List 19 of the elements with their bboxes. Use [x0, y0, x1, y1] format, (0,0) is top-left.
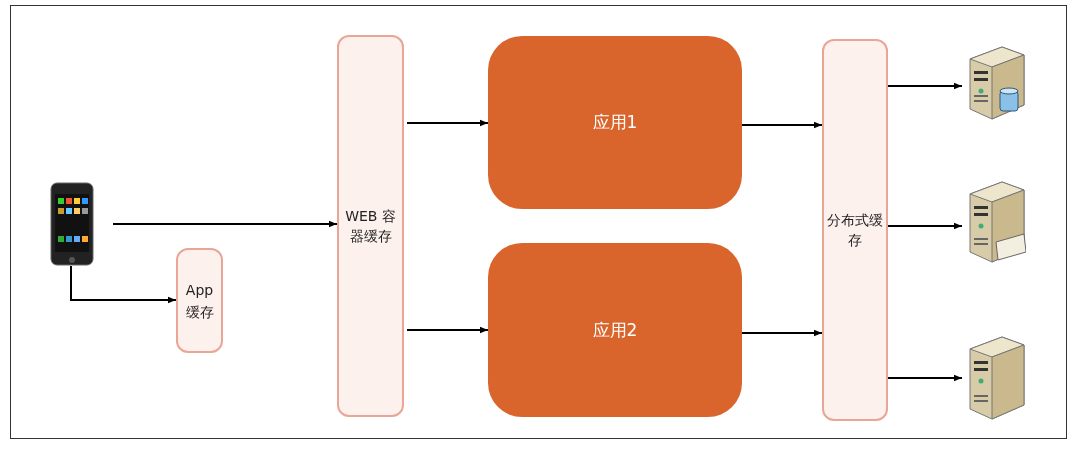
arrow	[887, 374, 963, 382]
arrow	[887, 222, 963, 230]
box-label: App 缓存	[184, 280, 215, 322]
box-label: 应用2	[592, 318, 638, 342]
arrow	[406, 326, 489, 334]
arrow	[741, 121, 823, 129]
box-label: 应用1	[592, 111, 638, 134]
box-label: 分布式缓存	[826, 211, 884, 250]
cache-box	[337, 35, 404, 417]
arrow	[887, 82, 963, 90]
application-box	[488, 243, 742, 417]
cache-box	[822, 39, 888, 421]
cache-box	[176, 248, 223, 353]
arrow	[406, 119, 489, 127]
arrow	[741, 329, 823, 337]
arrow	[70, 265, 177, 304]
arrow	[112, 220, 338, 228]
application-box	[488, 36, 742, 209]
box-label: WEB 容器缓存	[344, 207, 397, 246]
